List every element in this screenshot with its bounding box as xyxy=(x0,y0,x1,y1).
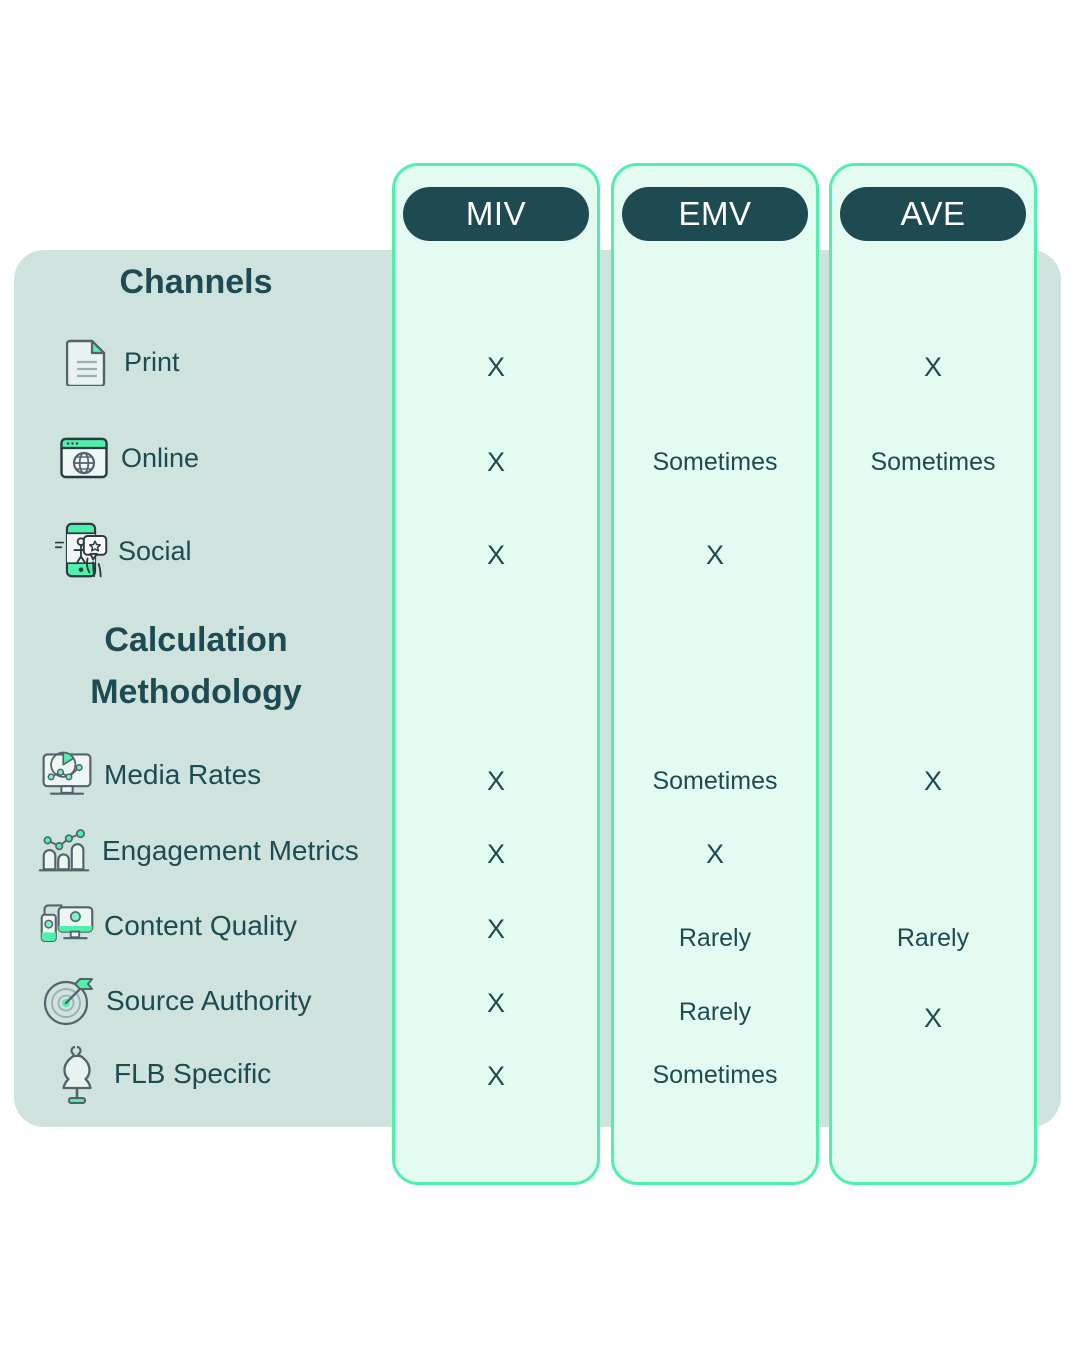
row-label-media-rates: Media Rates xyxy=(104,759,262,790)
row-label-content-quality: Content Quality xyxy=(104,910,297,941)
column-header-emv: EMV xyxy=(622,187,808,241)
monitor-phone-icon xyxy=(38,898,96,954)
cell-emv-engagement-metrics: X xyxy=(705,839,724,869)
cell-emv-flb-specific: Sometimes xyxy=(652,1061,778,1089)
cell-miv-online: X xyxy=(486,447,505,477)
cell-ave-print: X xyxy=(923,352,942,382)
cell-miv-content-quality: X xyxy=(486,914,505,944)
section-title-methodology-line2: Methodology xyxy=(90,673,302,711)
cell-miv-source-authority: X xyxy=(486,988,505,1018)
cell-ave-media-rates: X xyxy=(923,766,942,796)
section-title-methodology-line1: Calculation xyxy=(104,621,288,659)
row-media-rates[interactable]: Media Rates xyxy=(38,747,261,803)
row-label-flb-specific: FLB Specific xyxy=(114,1058,272,1089)
row-label-print: Print xyxy=(124,346,180,377)
column-emv[interactable]: EMV Sometimes X Sometimes X Rarely Rarel… xyxy=(611,163,819,1185)
mannequin-icon xyxy=(48,1045,106,1104)
row-label-source-authority: Source Authority xyxy=(106,985,312,1016)
column-header-ave: AVE xyxy=(840,187,1026,241)
target-dart-icon xyxy=(40,973,98,1029)
section-title-channels: Channels xyxy=(119,263,273,301)
phone-social-icon xyxy=(52,522,110,579)
row-engagement-metrics[interactable]: Engagement Metrics xyxy=(36,823,359,879)
cell-emv-online: Sometimes xyxy=(652,448,778,476)
row-label-online: Online xyxy=(121,442,200,473)
cell-miv-media-rates: X xyxy=(486,766,505,796)
row-source-authority[interactable]: Source Authority xyxy=(40,973,311,1029)
row-flb-specific[interactable]: FLB Specific xyxy=(48,1045,272,1104)
browser-globe-icon xyxy=(55,430,113,486)
cell-miv-print: X xyxy=(486,352,505,382)
row-label-social: Social xyxy=(118,535,192,566)
cell-miv-social: X xyxy=(486,540,505,570)
cell-emv-source-authority: Rarely xyxy=(678,998,752,1026)
cell-emv-social: X xyxy=(705,540,724,570)
cell-emv-content-quality: Rarely xyxy=(678,924,752,952)
cell-ave-content-quality: Rarely xyxy=(896,924,970,952)
row-social[interactable]: Social xyxy=(52,522,192,579)
bar-line-chart-icon xyxy=(36,823,94,879)
cell-ave-online: Sometimes xyxy=(870,448,996,476)
cell-emv-media-rates: Sometimes xyxy=(652,767,778,795)
row-print[interactable]: Print xyxy=(58,334,180,390)
column-header-miv: MIV xyxy=(403,187,589,241)
cell-miv-engagement-metrics: X xyxy=(486,839,505,869)
row-labels: Channels Print xyxy=(0,0,392,1350)
document-icon xyxy=(58,334,116,390)
row-label-engagement-metrics: Engagement Metrics xyxy=(102,835,359,866)
monitor-chart-icon xyxy=(38,747,96,803)
cell-miv-flb-specific: X xyxy=(486,1061,505,1091)
column-miv[interactable]: MIV X X X X X X X X xyxy=(392,163,600,1185)
cell-ave-source-authority: X xyxy=(923,1003,942,1033)
column-ave[interactable]: AVE X Sometimes X Rarely X xyxy=(829,163,1037,1185)
row-content-quality[interactable]: Content Quality xyxy=(38,898,297,954)
row-online[interactable]: Online xyxy=(55,430,199,486)
